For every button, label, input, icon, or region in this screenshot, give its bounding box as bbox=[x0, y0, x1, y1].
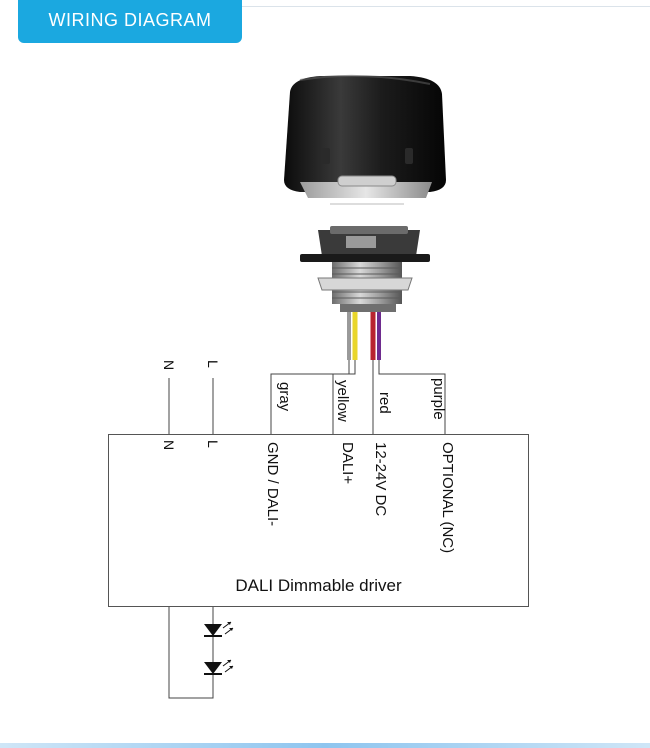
header-badge: WIRING DIAGRAM bbox=[18, 0, 242, 43]
led-diode-icon bbox=[204, 621, 234, 675]
terminal-l: L bbox=[205, 440, 221, 448]
terminal-n: N bbox=[161, 440, 177, 451]
sensor-wires bbox=[347, 312, 381, 360]
led-output-loop bbox=[168, 607, 214, 699]
terminal-dali-plus: DALI+ bbox=[339, 442, 356, 485]
header-title: WIRING DIAGRAM bbox=[48, 10, 212, 30]
external-l-label: L bbox=[205, 360, 221, 368]
wire-label-gray: gray bbox=[276, 382, 293, 412]
purple-lead bbox=[378, 360, 446, 434]
wire-label-yellow: yellow bbox=[334, 380, 351, 422]
external-n-label: N bbox=[161, 360, 177, 371]
sensor-device-icon bbox=[284, 74, 446, 312]
terminal-optional-nc: OPTIONAL (NC) bbox=[439, 442, 456, 554]
dali-driver-box bbox=[108, 434, 529, 607]
yellow-lead bbox=[332, 360, 356, 434]
lead-lines bbox=[168, 360, 446, 699]
bottom-accent-bar bbox=[0, 743, 650, 748]
header-divider bbox=[242, 6, 650, 7]
gray-lead bbox=[270, 360, 350, 434]
wire-label-purple: purple bbox=[430, 378, 447, 420]
driver-title: DALI Dimmable driver bbox=[235, 576, 402, 595]
wire-label-red: red bbox=[376, 392, 393, 414]
terminal-12-24v-dc: 12-24V DC bbox=[372, 442, 389, 517]
terminal-gnd-dali-minus: GND / DALI- bbox=[264, 442, 281, 527]
